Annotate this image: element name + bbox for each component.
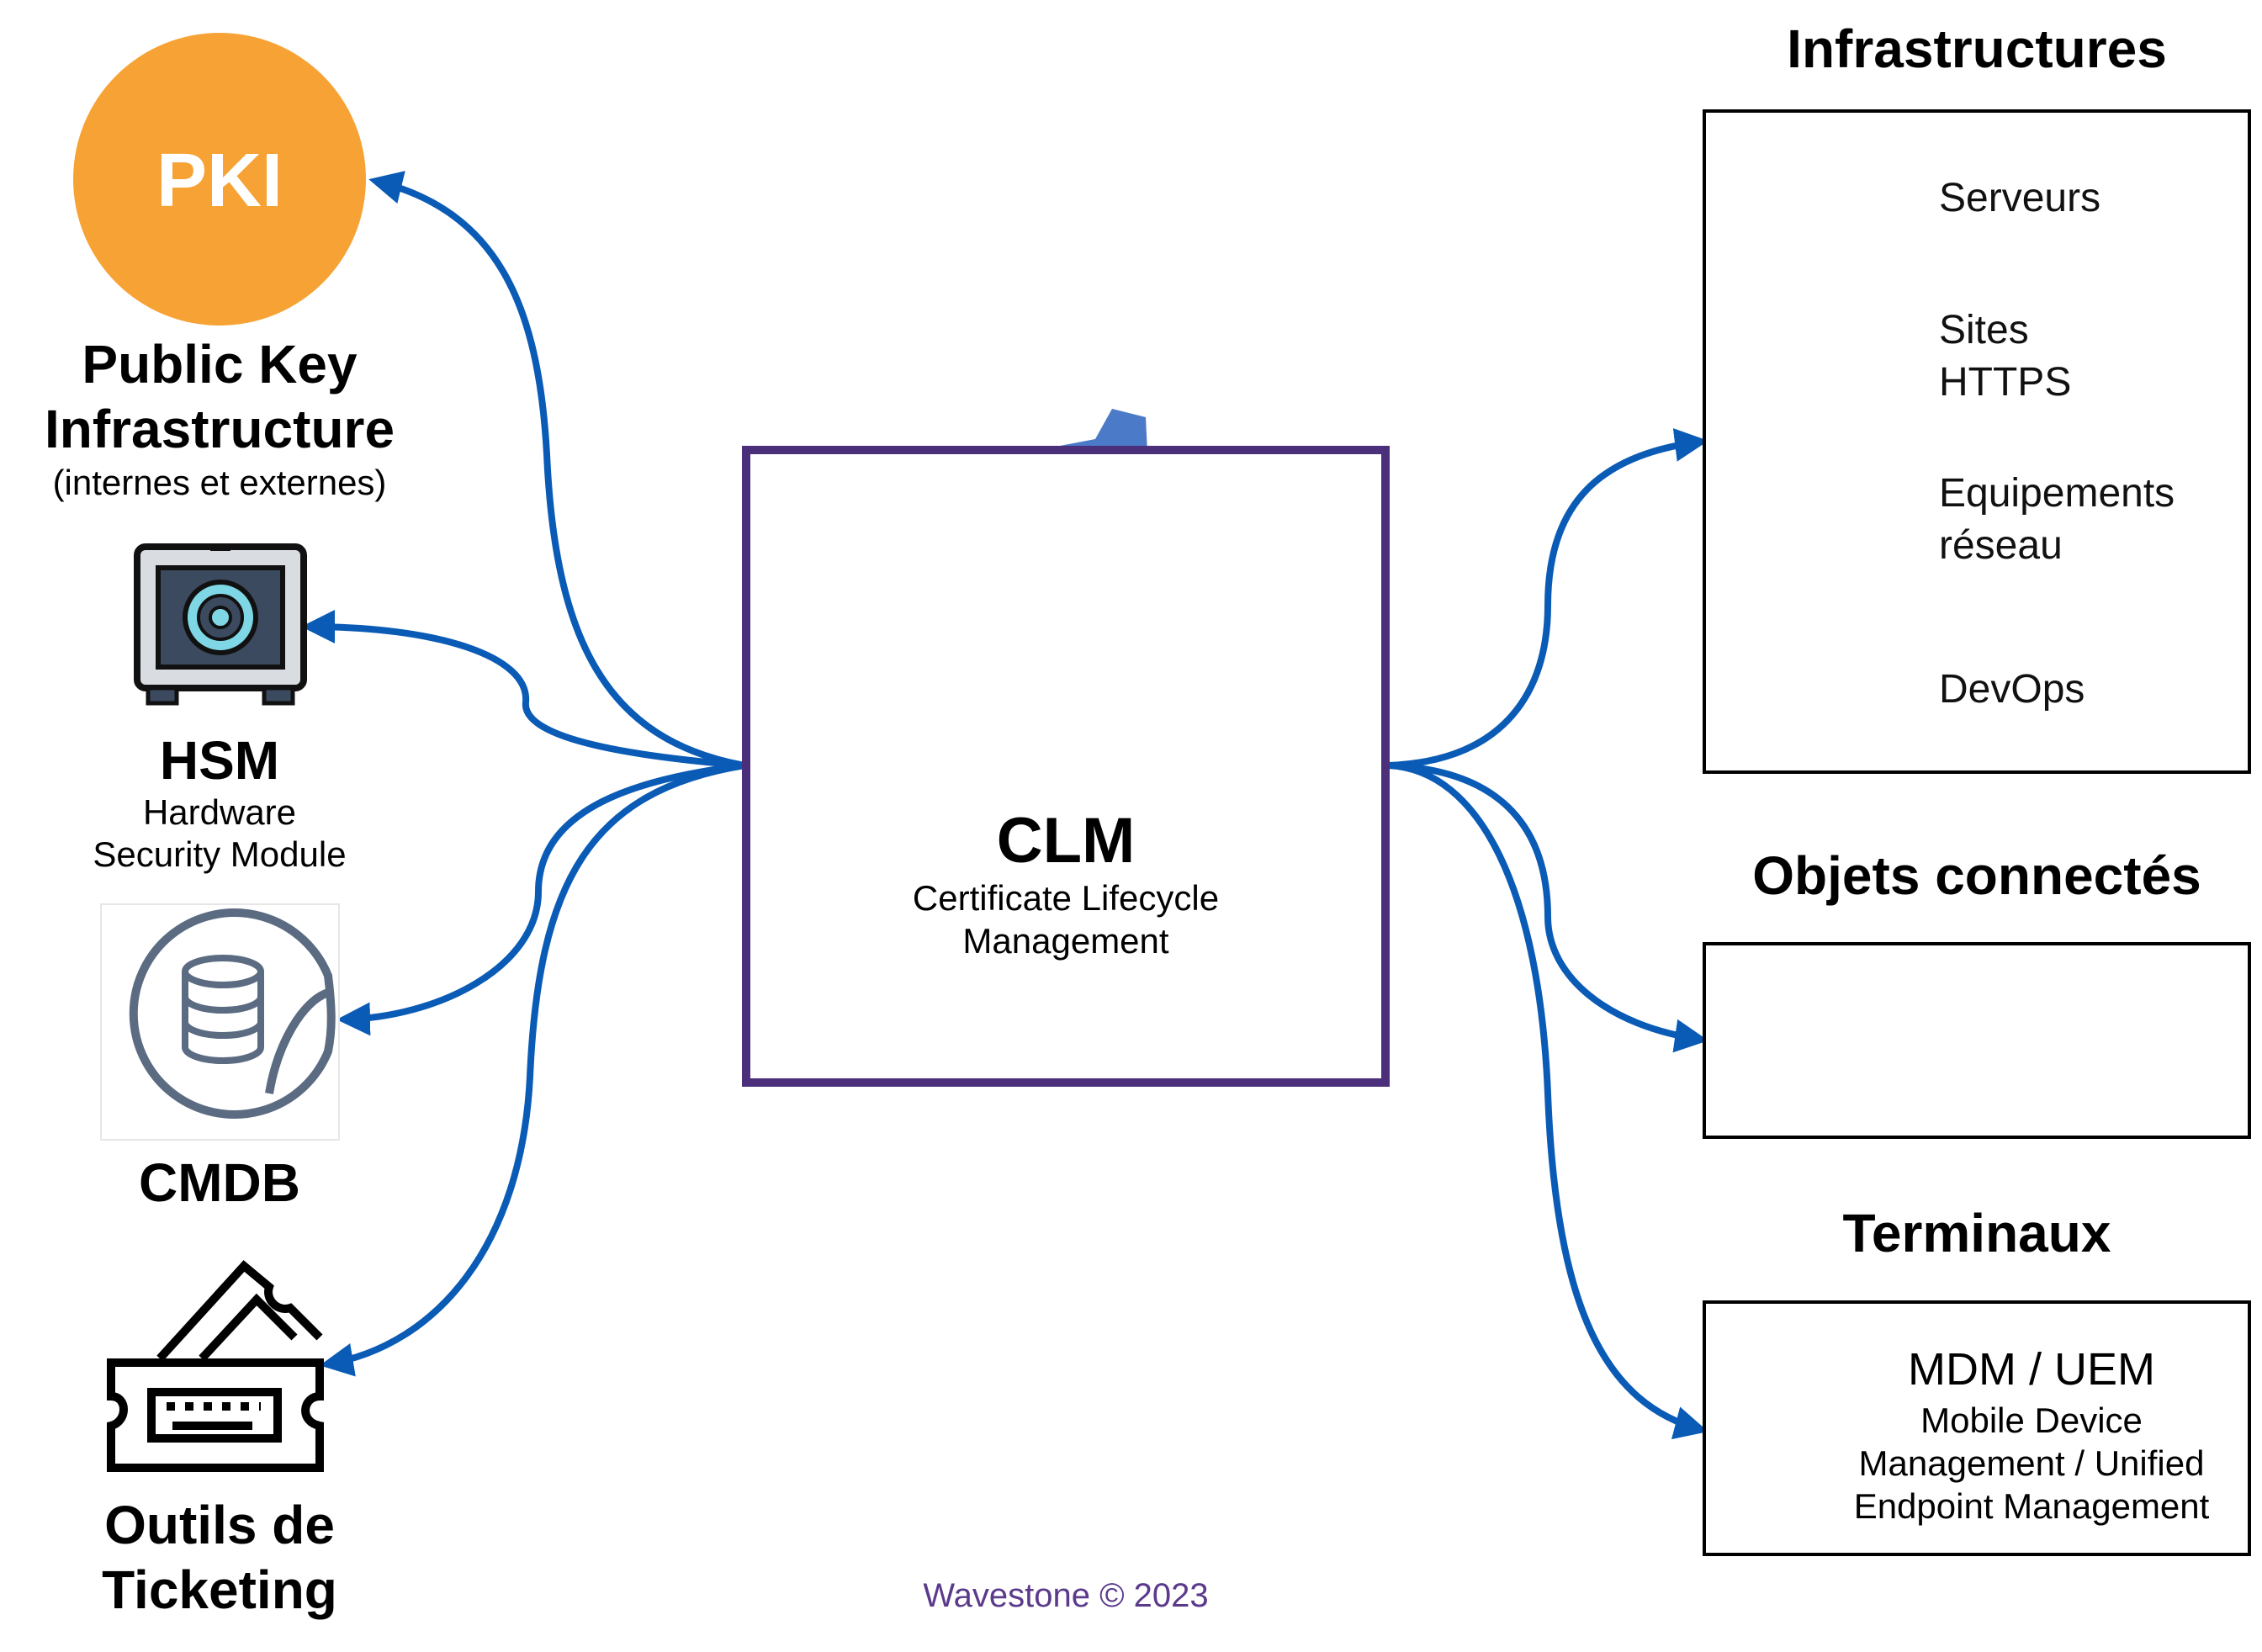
terminaux-desc-line1: Mobile Device xyxy=(1920,1400,2143,1440)
right-connectors xyxy=(1387,428,1708,1440)
infra-item-label-reseau: réseau xyxy=(1939,523,2063,568)
pki-badge-label: PKI xyxy=(156,139,283,223)
infra-item-label-sites: Sites xyxy=(1939,308,2029,352)
hsm-subtitle-line2: Security Module xyxy=(93,834,347,874)
arrow-to-infrastructures xyxy=(1387,428,1708,769)
pki-badge-circle xyxy=(73,33,366,326)
clm-subtitle-line1: Certificate Lifecycle xyxy=(912,878,1220,918)
arrow-to-hsm xyxy=(301,610,745,769)
ticketing-ticket-icon xyxy=(107,1260,324,1472)
ticketing-title-line2: Ticketing xyxy=(102,1559,337,1620)
cmdb-title: CMDB xyxy=(139,1152,300,1213)
objets-box xyxy=(1703,942,2251,1139)
hsm-title: HSM xyxy=(159,730,280,791)
clm-box xyxy=(742,446,1390,1087)
clm-subtitle-line2: Management xyxy=(962,921,1169,961)
terminaux-heading: MDM / UEM xyxy=(1908,1344,2155,1395)
arrow-to-objets xyxy=(1387,762,1708,1053)
ticketing-title-line1: Outils de xyxy=(104,1495,335,1555)
arrow-to-pki xyxy=(368,171,745,769)
hsm-subtitle-line1: Hardware xyxy=(142,792,297,832)
cmdb-database-icon xyxy=(100,903,340,1141)
infrastructures-title: Infrastructures xyxy=(1787,19,2167,79)
infra-item-label-https: HTTPS xyxy=(1939,360,2072,405)
objets-title: Objets connectés xyxy=(1752,845,2201,906)
pki-title-line2: Infrastructure xyxy=(44,399,395,459)
left-connectors xyxy=(301,171,745,1377)
pki-subtitle: (internes et externes) xyxy=(52,463,387,502)
terminaux-box xyxy=(1703,1300,2251,1556)
terminaux-desc-line2: Management / Unified xyxy=(1858,1443,2205,1483)
arrow-to-cmdb xyxy=(336,762,745,1036)
arrow-to-terminaux xyxy=(1387,762,1708,1440)
terminaux-title: Terminaux xyxy=(1842,1203,2111,1263)
footer-copyright: Wavestone © 2023 xyxy=(923,1577,1209,1614)
infra-item-label-devops: DevOps xyxy=(1939,667,2085,712)
pki-title-line1: Public Key xyxy=(82,334,358,394)
arrow-to-ticketing xyxy=(320,762,745,1377)
infra-item-label-equipements: Equipements xyxy=(1939,471,2175,516)
terminaux-desc-line3: Endpoint Management xyxy=(1853,1486,2210,1526)
infrastructures-box xyxy=(1703,109,2251,774)
infra-item-label-serveurs: Serveurs xyxy=(1939,176,2101,220)
clm-title: CLM xyxy=(996,805,1136,876)
hsm-safe-icon xyxy=(134,543,307,706)
